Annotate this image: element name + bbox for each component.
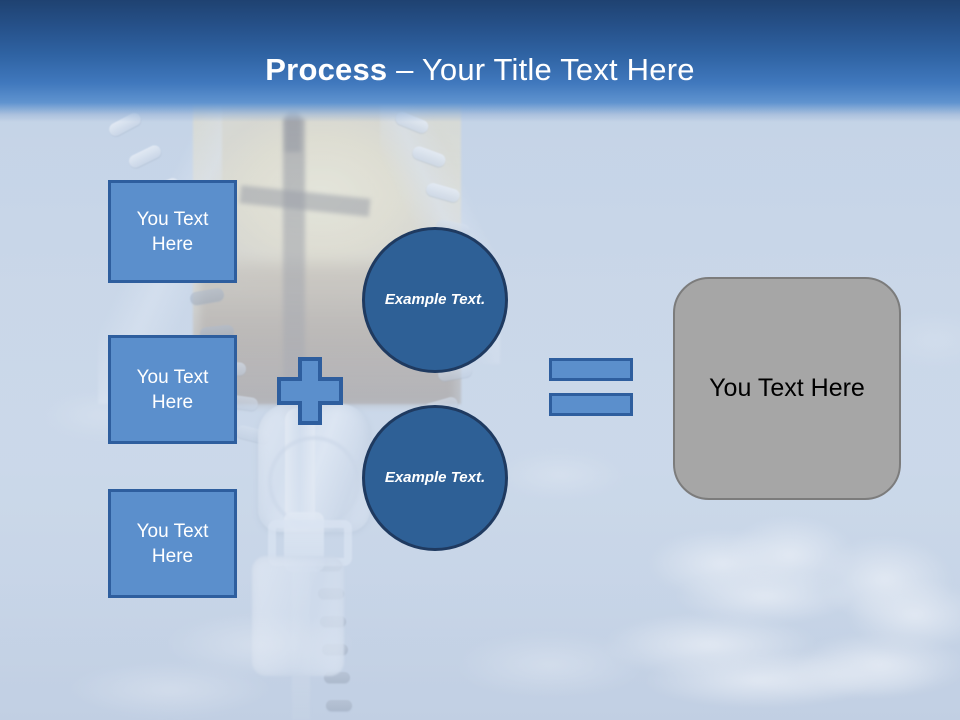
title-banner: Process – Your Title Text Here	[0, 0, 960, 122]
process-circle-1[interactable]: Example Text.	[362, 227, 508, 373]
process-circle-1-label: Example Text.	[384, 291, 486, 308]
plus-shape	[277, 357, 343, 425]
title-separator: –	[387, 52, 422, 87]
equals-icon	[549, 358, 633, 416]
page-title: Process – Your Title Text Here	[0, 50, 960, 90]
input-box-3-label: You Text Here	[136, 520, 209, 567]
equals-bar-top	[549, 358, 633, 381]
process-circle-2[interactable]: Example Text.	[362, 405, 508, 551]
result-box[interactable]: You Text Here	[673, 277, 901, 500]
input-box-1-label: You Text Here	[136, 208, 209, 255]
title-light-part: Your Title Text Here	[421, 52, 695, 87]
equals-bar-bottom	[549, 393, 633, 416]
process-circle-2-label: Example Text.	[384, 469, 486, 486]
result-box-label: You Text Here	[709, 374, 865, 402]
input-box-2-label: You Text Here	[136, 366, 209, 413]
title-bold-part: Process	[265, 52, 388, 87]
input-box-2[interactable]: You Text Here	[108, 335, 237, 444]
input-box-3[interactable]: You Text Here	[108, 489, 237, 598]
input-box-1[interactable]: You Text Here	[108, 180, 237, 283]
plus-icon	[277, 357, 343, 425]
